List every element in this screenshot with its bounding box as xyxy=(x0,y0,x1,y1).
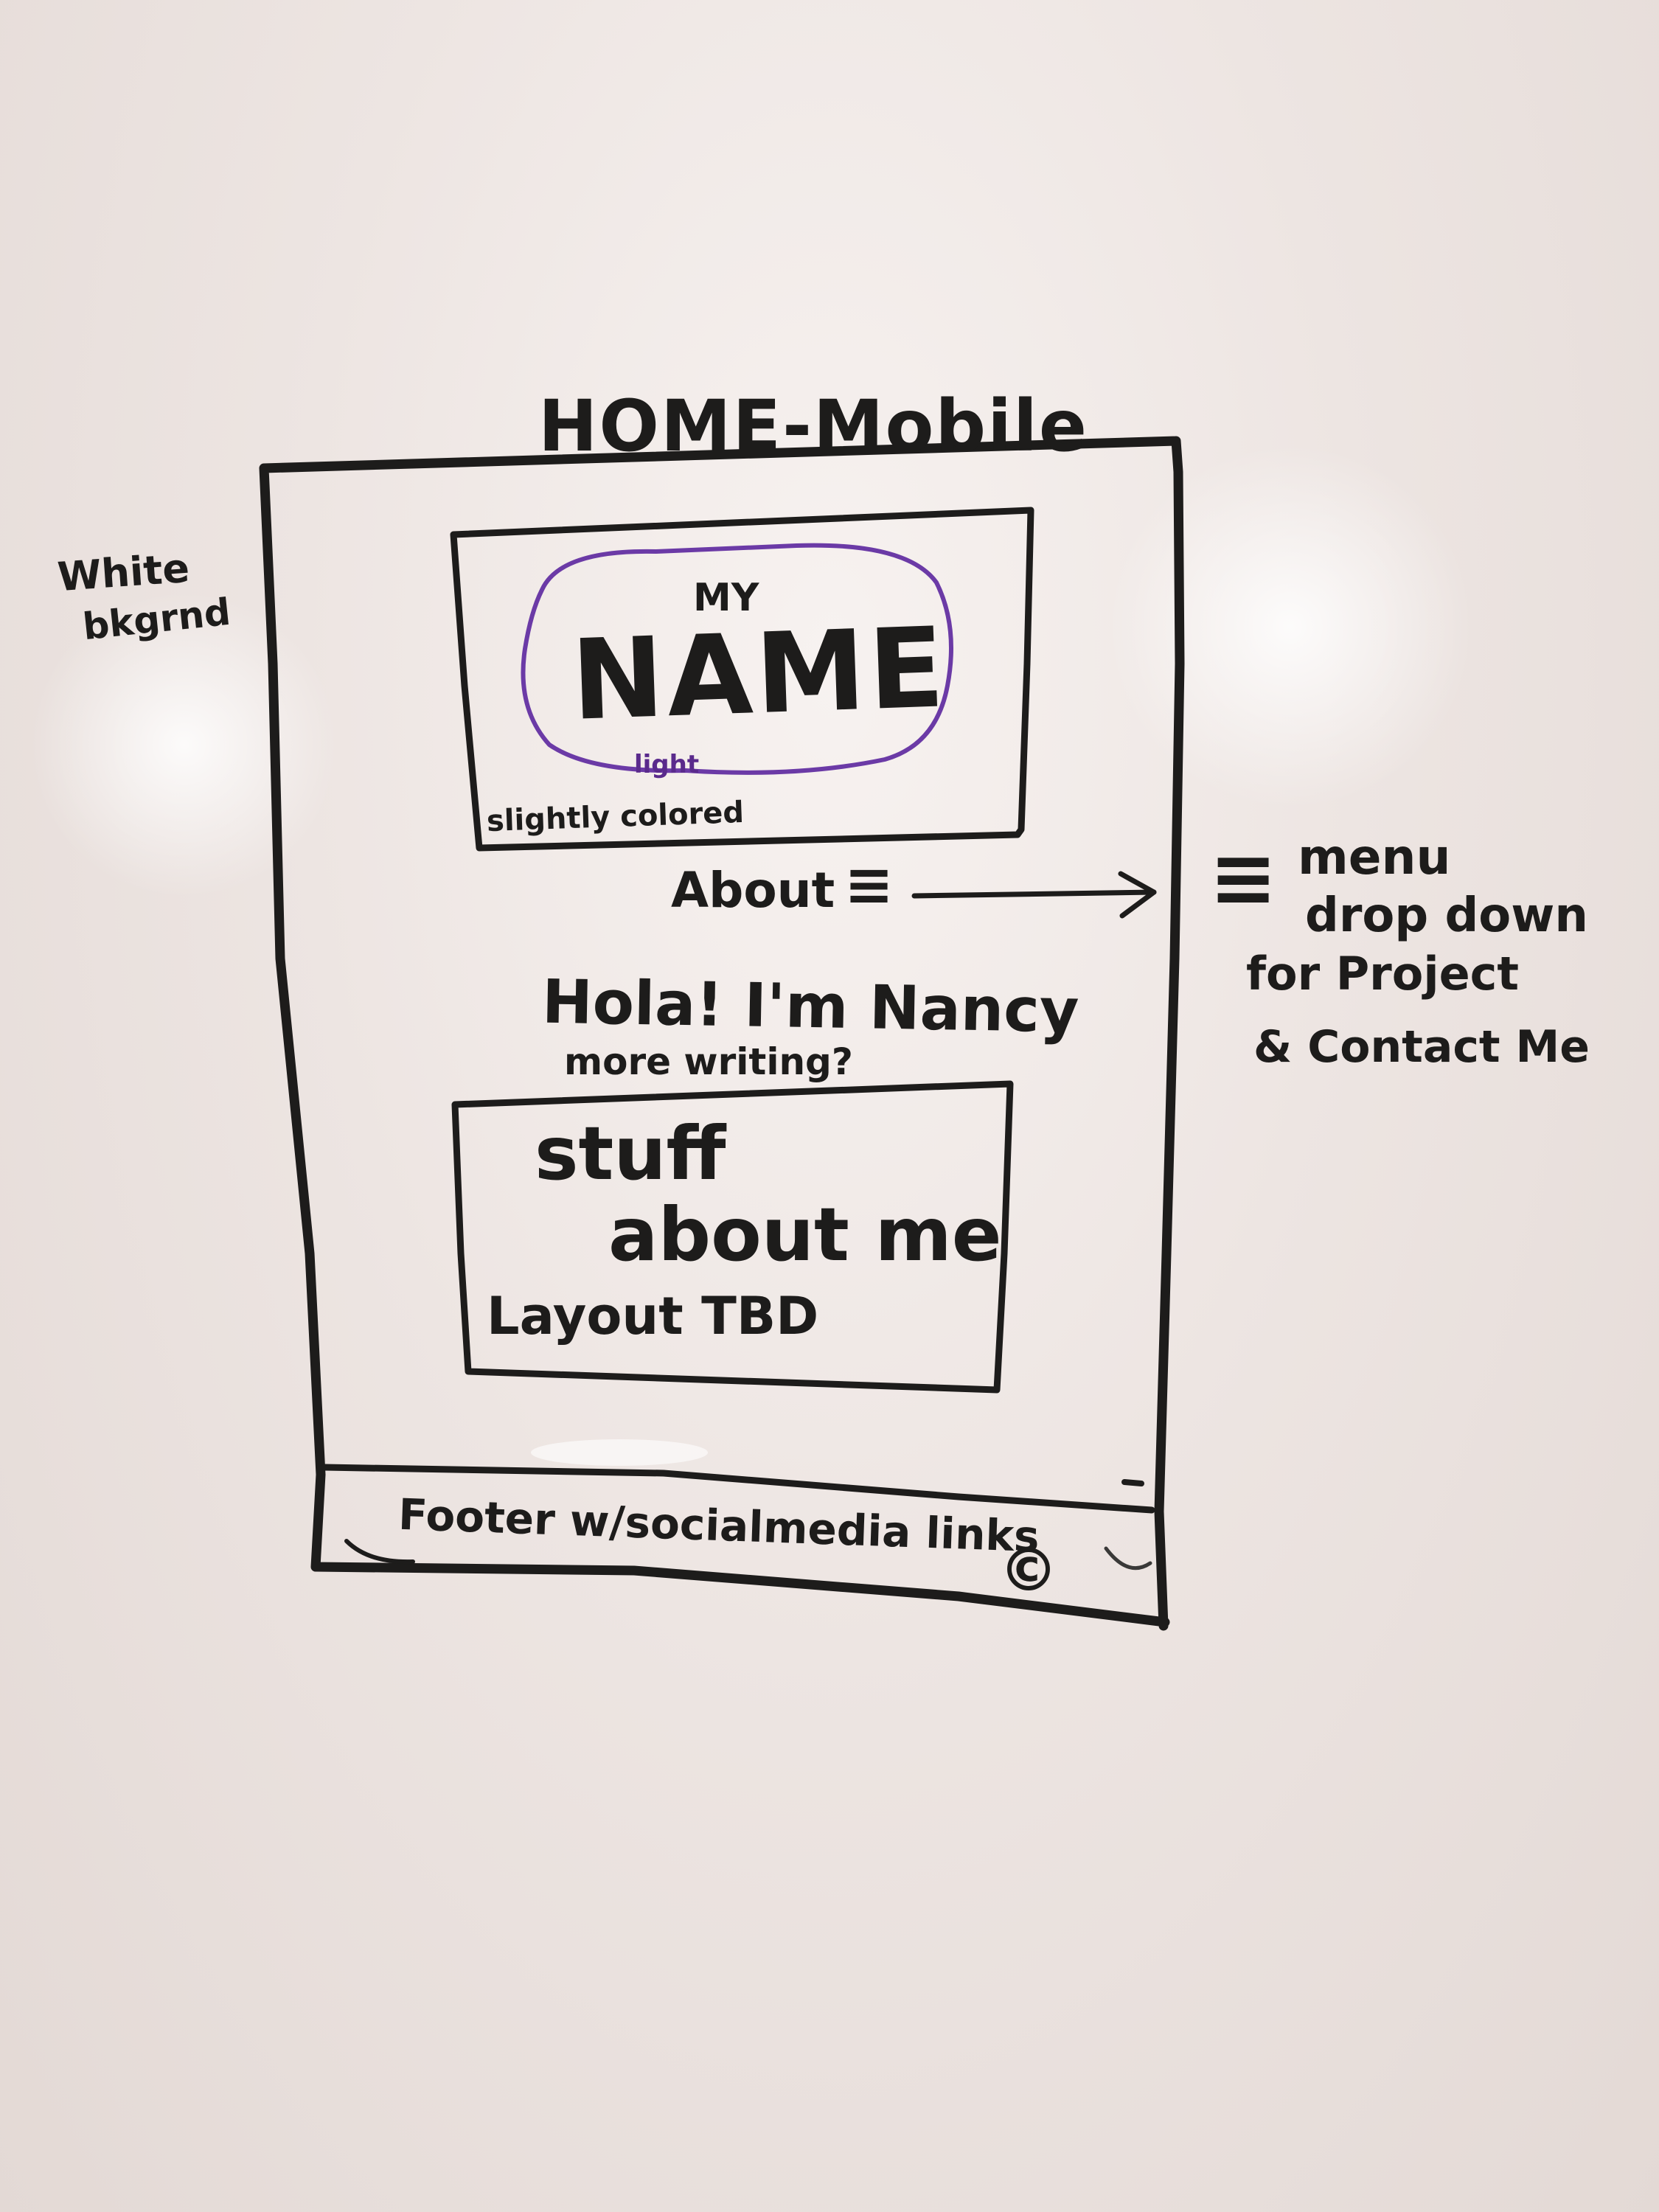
side-note-contact-me: & Contact Me xyxy=(1253,1021,1590,1073)
copyright-icon: © xyxy=(999,1536,1058,1604)
phone-frame-outline xyxy=(259,436,1185,1631)
content-about-me: about me xyxy=(608,1192,1002,1278)
name-oval xyxy=(521,543,953,775)
side-note-drop-down: drop down xyxy=(1305,888,1588,943)
content-stuff: stuff xyxy=(535,1110,726,1197)
oval-label: light xyxy=(634,750,700,779)
arrow-head xyxy=(1118,871,1157,919)
side-note-white: White xyxy=(55,544,191,601)
side-note-for-project: for Project xyxy=(1246,947,1520,1001)
arrow-line xyxy=(911,889,1157,899)
hero-box-outline xyxy=(450,507,1034,852)
hero-name: NAME xyxy=(569,604,950,745)
hamburger-menu-icon[interactable]: ≡ xyxy=(844,850,894,919)
side-note-menu: menu xyxy=(1298,829,1451,886)
page-title: HOME-Mobile xyxy=(538,385,1089,467)
hero-box-label: slightly colored xyxy=(486,795,745,839)
side-note-menu-icon: ≡ xyxy=(1209,830,1278,925)
hero-small-text: MY xyxy=(693,576,759,620)
content-layout-tbd: Layout TBD xyxy=(487,1286,819,1346)
footer-divider xyxy=(321,1464,1155,1514)
content-box-outline xyxy=(451,1080,1014,1394)
greeting-sub: more writing? xyxy=(564,1040,853,1083)
greeting: Hola! I'm Nancy xyxy=(541,967,1080,1047)
about-link[interactable]: About xyxy=(671,862,835,919)
